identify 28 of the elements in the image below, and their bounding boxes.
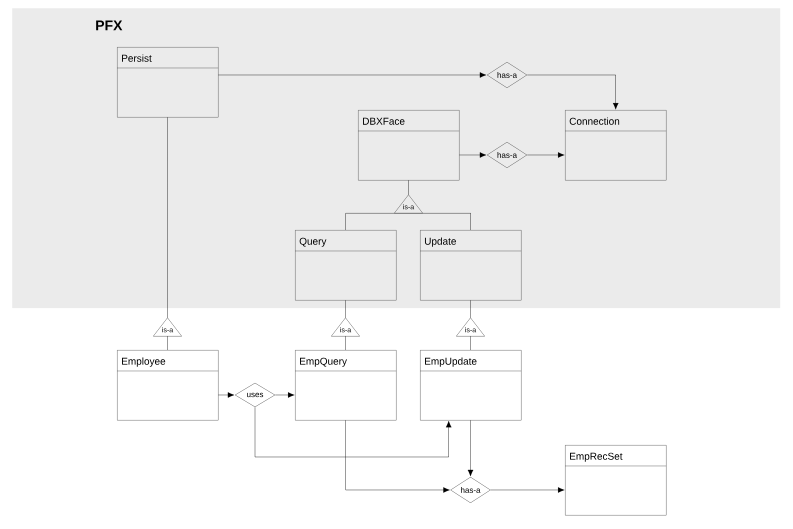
connector	[346, 212, 409, 230]
connector	[468, 420, 474, 476]
connector	[527, 152, 564, 158]
class-box: EmpUpdate	[420, 350, 522, 420]
class-box: Connection	[564, 110, 667, 180]
connector	[490, 487, 564, 493]
class-box: Persist	[116, 46, 219, 118]
class-box: EmpRecSet	[564, 444, 667, 516]
class-box: EmpQuery	[294, 350, 397, 420]
connector	[470, 300, 471, 318]
class-box: Update	[420, 230, 522, 300]
connector	[527, 74, 619, 110]
connector	[408, 212, 471, 230]
class-box: Query	[294, 230, 397, 300]
class-box: DBXFace	[358, 110, 460, 180]
connector	[167, 117, 168, 318]
connector	[254, 406, 452, 458]
connector	[408, 180, 409, 195]
connector	[346, 420, 450, 493]
connector	[218, 392, 234, 398]
class-box: Employee	[116, 350, 219, 420]
connector	[345, 336, 346, 350]
connector	[218, 72, 486, 78]
connector	[275, 392, 294, 398]
connector	[459, 152, 486, 158]
connector	[470, 336, 471, 350]
connector	[167, 336, 168, 350]
connector	[345, 300, 346, 318]
